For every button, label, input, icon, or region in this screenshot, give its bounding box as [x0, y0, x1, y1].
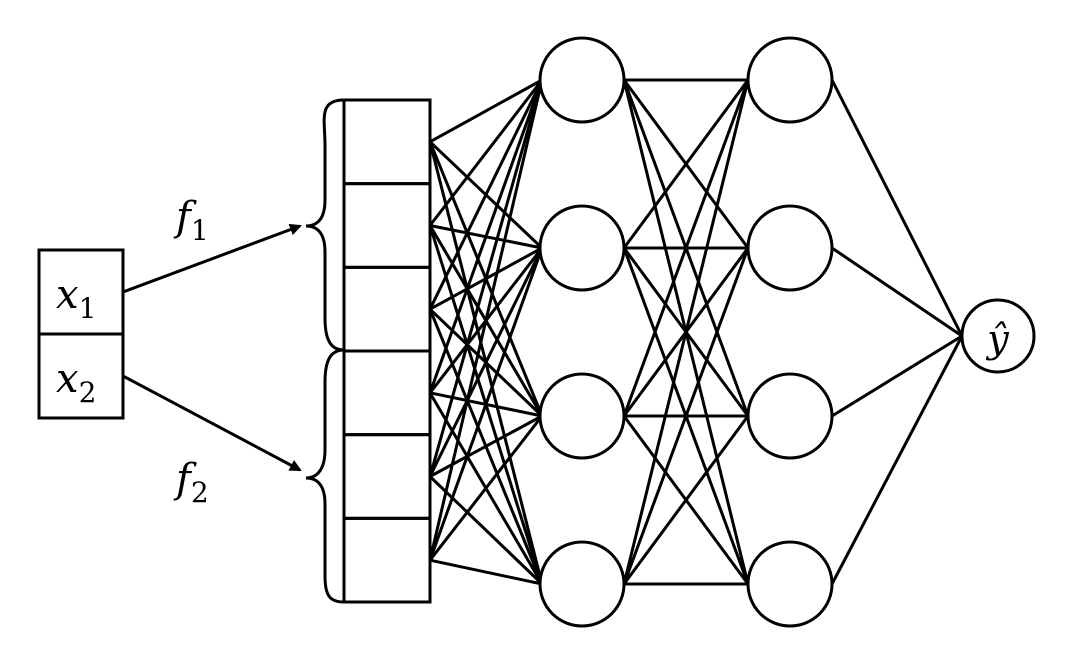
- output-node: [960, 298, 1036, 374]
- upper-brace: [305, 98, 345, 352]
- edge-embedding-to-hidden1: [428, 79, 544, 477]
- embedding-cell: [342, 516, 432, 604]
- input-vector: x1 x2: [37, 248, 125, 420]
- embedding-cell: [342, 349, 432, 437]
- hidden2-node: [746, 36, 834, 124]
- edge-embedding-to-hidden1: [428, 79, 544, 227]
- edge-hidden2-to-output: [831, 246, 963, 338]
- embedding-cell: [342, 265, 432, 353]
- hidden2-node: [746, 204, 834, 292]
- edge-hidden2-to-output: [830, 79, 964, 337]
- output-label: ŷ: [985, 317, 1009, 361]
- edge-embedding-to-hidden1: [429, 78, 543, 144]
- edge-embedding-to-hidden1: [429, 414, 543, 478]
- edge-hidden2-to-output: [830, 335, 964, 585]
- x1-label: x1: [56, 272, 96, 325]
- hidden1-node: [538, 540, 626, 628]
- edge-embedding-to-hidden1: [428, 79, 544, 310]
- embedding-cell: [342, 433, 432, 520]
- edge-embedding-to-hidden1: [428, 247, 544, 478]
- embedding-cell: [342, 98, 432, 186]
- embedding-cell: [342, 182, 432, 269]
- edge-embedding-to-hidden1: [428, 247, 544, 561]
- f2-arrow: [122, 374, 302, 472]
- f1-arrow: [122, 223, 302, 294]
- edge-embedding-to-hidden1: [428, 79, 544, 394]
- lower-brace: [305, 348, 345, 604]
- edge-embedding-to-hidden1: [428, 79, 544, 561]
- hidden1-node: [538, 36, 626, 124]
- hidden2-node: [746, 540, 834, 628]
- edge-hidden1-to-hidden2: [622, 415, 750, 585]
- edge-hidden1-to-hidden2: [622, 79, 750, 585]
- edge-embedding-to-hidden1: [428, 415, 544, 562]
- hidden1-node: [538, 372, 626, 460]
- edge-hidden1-to-hidden2: [622, 247, 750, 585]
- x2-label: x2: [56, 356, 96, 409]
- edge-hidden1-to-hidden2: [622, 79, 750, 417]
- edge-embedding-to-hidden1: [428, 475, 544, 586]
- edge-embedding-to-hidden1: [429, 558, 543, 586]
- edge-hidden2-to-output: [831, 334, 963, 418]
- connections: [428, 78, 964, 586]
- hidden2-node: [746, 372, 834, 460]
- embedding-vector: [342, 98, 432, 604]
- f1-label: f1: [173, 194, 209, 247]
- hidden1-node: [538, 204, 626, 292]
- edge-hidden1-to-hidden2: [622, 79, 750, 249]
- network-nodes: [538, 36, 1036, 628]
- f2-label: f2: [173, 456, 209, 509]
